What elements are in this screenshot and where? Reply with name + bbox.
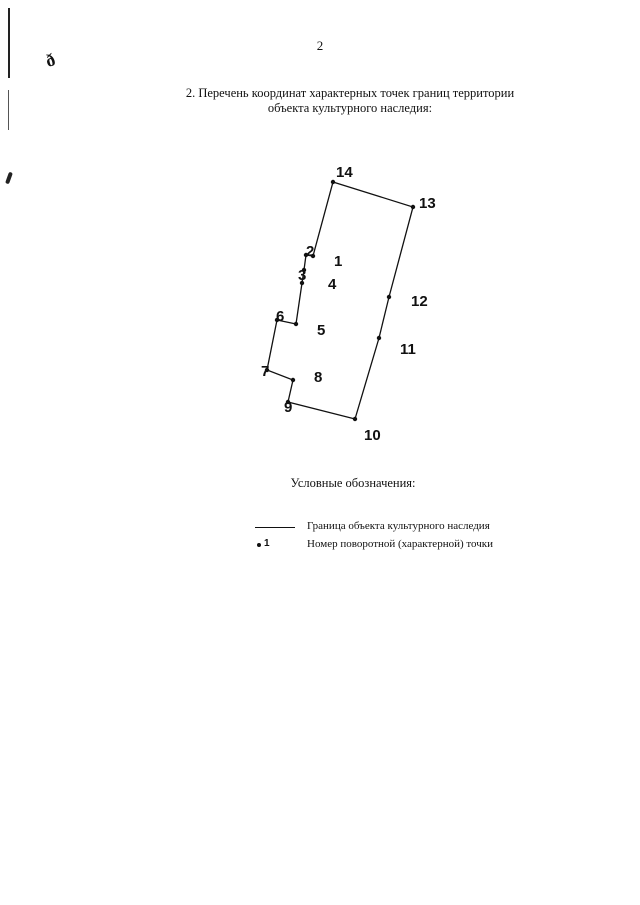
label-4: 4 (328, 276, 337, 293)
label-12: 12 (411, 293, 428, 310)
scan-edge-mark-lower (8, 90, 9, 130)
vertex-7 (264, 367, 270, 373)
label-5: 5 (317, 322, 325, 339)
page-number: 2 (316, 38, 324, 53)
label-11: 11 (400, 341, 416, 358)
vertex-14 (330, 179, 336, 185)
label-10: 10 (364, 427, 381, 444)
vertex-12 (386, 294, 392, 300)
vertex-11 (376, 335, 382, 341)
label-9: 9 (284, 399, 292, 416)
vertex-1 (310, 253, 316, 259)
label-6: 6 (276, 308, 284, 325)
label-14: 14 (336, 164, 353, 181)
vertex-dots (264, 179, 416, 422)
vertex-5 (293, 321, 299, 327)
legend-title: Условные обозначения: (290, 476, 416, 490)
vertex-4 (299, 280, 305, 286)
label-7: 7 (261, 363, 269, 380)
vertex-labels: 14 13 12 11 10 9 8 7 6 5 4 3 2 1 (261, 164, 436, 444)
legend-point-label: Номер поворотной (характерной) точки (307, 538, 494, 550)
vertex-2 (303, 252, 309, 258)
label-2: 2 (306, 243, 314, 260)
heading-line-2: объекта культурного наследия: (267, 101, 433, 115)
vertex-10 (352, 416, 358, 422)
label-13: 13 (419, 195, 436, 212)
vertex-9 (285, 399, 291, 405)
boundary-line (266, 181, 414, 420)
scan-edge-mark (8, 8, 10, 78)
legend-line-label: Граница объекта культурного наследия (307, 520, 490, 532)
section-heading: 2. Перечень координат характерных точек … (150, 86, 550, 116)
legend-point-number: 1 (264, 538, 270, 549)
label-3: 3 (298, 267, 306, 284)
label-8: 8 (314, 369, 322, 386)
vertex-3 (301, 267, 307, 273)
label-1: 1 (334, 253, 342, 270)
vertex-6 (274, 317, 280, 323)
vertex-8 (290, 377, 296, 383)
vertex-13 (410, 204, 416, 210)
legend-point-dot (257, 543, 261, 547)
heading-line-1: 2. Перечень координат характерных точек … (185, 86, 515, 100)
